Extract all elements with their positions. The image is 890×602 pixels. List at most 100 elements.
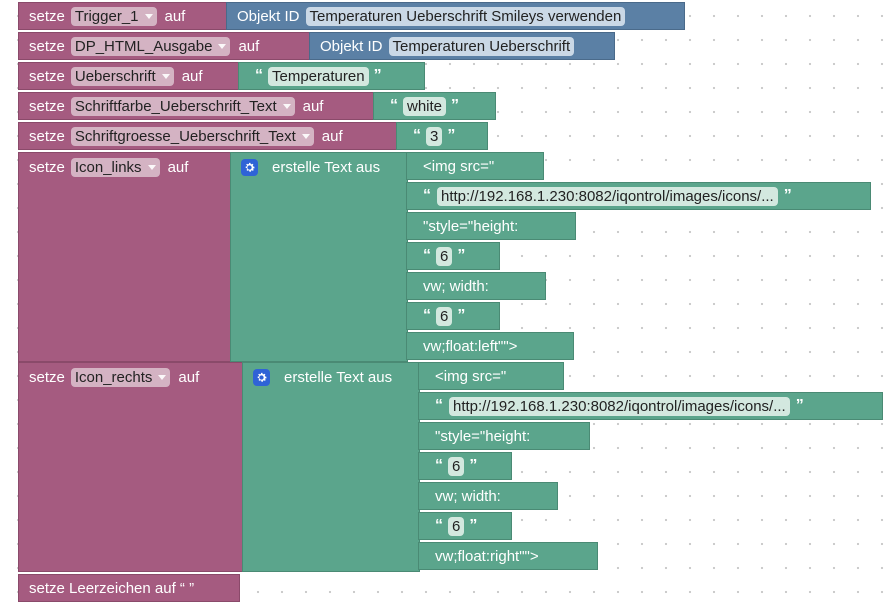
text-value[interactable]: <img src=" [423, 157, 495, 175]
variable-dropdown[interactable]: Trigger_1 [70, 6, 157, 26]
text-item[interactable]: <img src=" [418, 362, 564, 390]
close-quote: ” [451, 97, 460, 114]
auf-label: auf [321, 127, 343, 145]
setze-label: setze [29, 158, 65, 176]
text-field[interactable]: 3 [426, 126, 443, 146]
number-field[interactable]: 6 [448, 516, 465, 536]
text-value[interactable]: vw;float:left""> [423, 337, 518, 355]
text-item[interactable]: “ 6 ” [406, 302, 500, 330]
auf-label: auf [167, 158, 189, 176]
variable-dropdown[interactable]: Icon_links [70, 157, 160, 177]
close-quote: ” [373, 67, 382, 84]
open-quote: “ [423, 247, 431, 264]
create-text-label: erstelle Text aus [272, 158, 381, 176]
url-field[interactable]: http://192.168.1.230:8082/iqontrol/image… [437, 186, 778, 206]
text-value[interactable]: <img src=" [435, 367, 507, 385]
set-dp-html-block[interactable]: setze DP_HTML_Ausgabe auf [18, 32, 311, 60]
variable-name: Trigger_1 [74, 7, 139, 25]
gear-icon[interactable] [241, 158, 258, 176]
chevron-down-icon [218, 43, 227, 49]
close-quote: ” [469, 457, 478, 474]
variable-dropdown[interactable]: Schriftgroesse_Ueberschrift_Text [70, 126, 314, 146]
text-item[interactable]: vw; width: [418, 482, 558, 510]
auf-label: auf [164, 7, 186, 25]
set-trigger-block[interactable]: setze Trigger_1 auf [18, 2, 228, 30]
text-item[interactable]: vw; width: [406, 272, 546, 300]
variable-dropdown[interactable]: DP_HTML_Ausgabe [70, 36, 231, 56]
open-quote: “ [413, 127, 421, 144]
object-id-block[interactable]: Objekt ID Temperaturen Ueberschrift [309, 32, 615, 60]
close-quote: ” [447, 127, 456, 144]
chevron-down-icon [158, 374, 167, 380]
create-text-block[interactable]: erstelle Text aus [242, 362, 420, 572]
setze-label: setze [29, 7, 65, 25]
open-quote: “ [435, 397, 443, 414]
text-item[interactable]: vw;float:left""> [406, 332, 574, 360]
text-item[interactable]: <img src=" [406, 152, 544, 180]
setze-label: setze [29, 37, 65, 55]
number-field[interactable]: 6 [436, 306, 453, 326]
text-field[interactable]: Temperaturen [268, 66, 369, 86]
text-block[interactable]: “ Temperaturen ” [238, 62, 425, 90]
variable-name: Icon_links [74, 158, 142, 176]
setze-label: setze [29, 368, 65, 386]
text-item[interactable]: “ 6 ” [418, 452, 512, 480]
chevron-down-icon [282, 103, 291, 109]
text-value[interactable]: vw; width: [423, 277, 489, 295]
text-value[interactable]: vw;float:right""> [435, 547, 539, 565]
object-id-label: Objekt ID [320, 37, 383, 55]
create-text-label: erstelle Text aus [284, 368, 393, 386]
variable-name: Schriftfarbe_Ueberschrift_Text [74, 97, 277, 115]
open-quote: “ [423, 187, 431, 204]
set-icon-rechts-block[interactable]: setze Icon_rechts auf [18, 362, 244, 572]
object-id-field[interactable]: Temperaturen Ueberschrift Smileys verwen… [305, 6, 626, 26]
chevron-down-icon [161, 73, 170, 79]
auf-label: auf [302, 97, 324, 115]
variable-name: DP_HTML_Ausgabe [74, 37, 213, 55]
create-text-block[interactable]: erstelle Text aus [230, 152, 408, 362]
set-ueberschrift-block[interactable]: setze Ueberschrift auf [18, 62, 240, 90]
auf-label: auf [238, 37, 260, 55]
text-item[interactable]: “ 6 ” [418, 512, 512, 540]
variable-dropdown[interactable]: Ueberschrift [70, 66, 174, 86]
gear-icon[interactable] [253, 368, 270, 386]
open-quote: “ [255, 67, 263, 84]
text-item[interactable]: "style="height: [418, 422, 590, 450]
set-leerzeichen-block[interactable]: setze Leerzeichen auf “ ” [18, 574, 240, 602]
text-item-url[interactable]: “ http://192.168.1.230:8082/iqontrol/ima… [406, 182, 871, 210]
setze-label: setze [29, 97, 65, 115]
variable-name: Ueberschrift [74, 67, 156, 85]
setze-label: setze [29, 127, 65, 145]
open-quote: “ [390, 97, 398, 114]
text-block[interactable]: “ white ” [373, 92, 496, 120]
text-value[interactable]: "style="height: [423, 217, 519, 235]
text-item[interactable]: “ 6 ” [406, 242, 500, 270]
set-schriftfarbe-block[interactable]: setze Schriftfarbe_Ueberschrift_Text auf [18, 92, 375, 120]
set-schriftgroesse-block[interactable]: setze Schriftgroesse_Ueberschrift_Text a… [18, 122, 398, 150]
chevron-down-icon [301, 133, 310, 139]
text-item-url[interactable]: “ http://192.168.1.230:8082/iqontrol/ima… [418, 392, 883, 420]
number-field[interactable]: 6 [436, 246, 453, 266]
close-quote: ” [469, 517, 478, 534]
text-field[interactable]: white [403, 96, 447, 116]
text-item[interactable]: "style="height: [406, 212, 576, 240]
variable-name: Icon_rechts [74, 368, 153, 386]
text-block[interactable]: “ 3 ” [396, 122, 488, 150]
variable-dropdown[interactable]: Icon_rechts [70, 367, 171, 387]
chevron-down-icon [144, 13, 153, 19]
text-value[interactable]: vw; width: [435, 487, 501, 505]
object-id-block[interactable]: Objekt ID Temperaturen Ueberschrift Smil… [226, 2, 685, 30]
object-id-field[interactable]: Temperaturen Ueberschrift [388, 36, 575, 56]
text-value[interactable]: "style="height: [435, 427, 531, 445]
text-item[interactable]: vw;float:right""> [418, 542, 598, 570]
close-quote: ” [457, 247, 466, 264]
variable-dropdown[interactable]: Schriftfarbe_Ueberschrift_Text [70, 96, 295, 116]
last-row-text: setze Leerzeichen auf “ ” [29, 579, 195, 597]
open-quote: “ [435, 457, 443, 474]
set-icon-links-block[interactable]: setze Icon_links auf [18, 152, 232, 362]
number-field[interactable]: 6 [448, 456, 465, 476]
variable-name: Schriftgroesse_Ueberschrift_Text [74, 127, 296, 145]
open-quote: “ [423, 307, 431, 324]
setze-label: setze [29, 67, 65, 85]
url-field[interactable]: http://192.168.1.230:8082/iqontrol/image… [449, 396, 790, 416]
